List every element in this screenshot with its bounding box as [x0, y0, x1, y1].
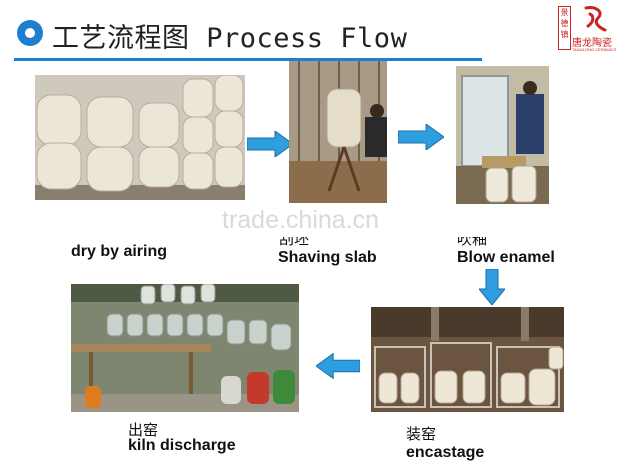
caption-kiln-discharge-cn: 出窑 — [128, 421, 159, 439]
logo-brand-en: TANGLONG CERAMICS — [572, 47, 617, 52]
title-underline — [14, 58, 482, 61]
caption-blow-enamel-cn: 吹釉 — [457, 237, 488, 246]
title-bullet-icon — [17, 20, 43, 46]
caption-shaving-slab-cn: 刮坯 — [279, 237, 310, 246]
photo-shaving-slab — [289, 61, 387, 203]
logo-brand-cn: 唐龙陶瓷 — [572, 38, 612, 49]
caption-dry-by-airing: dry by airing — [71, 243, 168, 260]
arrow-left-icon — [316, 353, 360, 379]
caption-kiln-discharge: kiln discharge — [128, 437, 236, 454]
photo-blow-enamel — [456, 66, 549, 204]
caption-shaving-slab: Shaving slab — [278, 249, 377, 266]
arrow-down-icon — [479, 269, 505, 305]
watermark: trade.china.cn — [222, 206, 380, 234]
photo-encastage — [371, 307, 564, 412]
dragon-logo-icon — [584, 6, 607, 32]
caption-encastage-cn: 装窑 — [406, 425, 437, 443]
caption-encastage: encastage — [406, 444, 485, 461]
caption-blow-enamel: Blow enamel — [457, 249, 555, 266]
photo-kiln-discharge — [71, 284, 299, 412]
logo-seal: 景德镇 — [558, 6, 571, 50]
arrow-right-icon — [398, 124, 444, 150]
arrow-right-icon — [247, 131, 293, 157]
page-title: 工艺流程图 Process Flow — [52, 23, 408, 54]
photo-dry-by-airing — [35, 75, 245, 200]
brand-logo: 景德镇 唐龙陶瓷 TANGLONG CERAMICS — [558, 4, 634, 52]
